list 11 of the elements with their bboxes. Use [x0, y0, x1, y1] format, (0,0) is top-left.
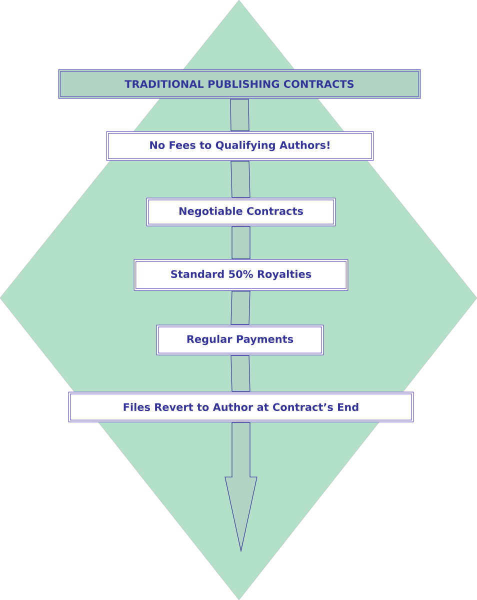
feature-box: Standard 50% Royalties — [134, 259, 348, 291]
arrow-shaft — [230, 355, 250, 392]
arrow-shaft — [232, 226, 250, 260]
block-arrow — [224, 422, 258, 552]
arrow-shaft — [230, 290, 250, 325]
feature-box: No Fees to Qualifying Authors! — [106, 131, 374, 161]
feature-box: Regular Payments — [156, 324, 324, 356]
feature-box: Negotiable Contracts — [146, 198, 336, 226]
arrow-shaft — [230, 160, 250, 198]
arrow-shaft — [230, 98, 250, 132]
feature-box: Files Revert to Author at Contract’s End — [68, 392, 414, 422]
